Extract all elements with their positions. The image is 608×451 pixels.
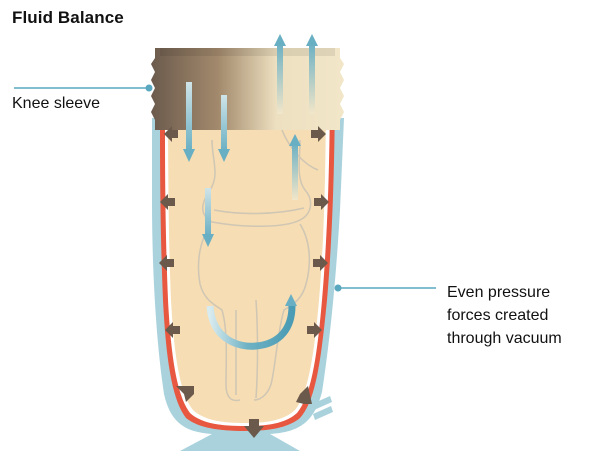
knee-sleeve-label: Knee sleeve [12,92,100,115]
pressure-label-line-1: Even pressure [447,281,607,304]
knee-sleeve-band [151,48,344,130]
pressure-label-line-3: through vacuum [447,327,607,350]
pressure-leader [335,285,437,292]
pressure-label-line-2: forces created [447,304,607,327]
pressure-arrow-icon [249,419,259,427]
knee-sleeve-leader [14,85,153,92]
pressure-label: Even pressure forces created through vac… [447,281,607,350]
